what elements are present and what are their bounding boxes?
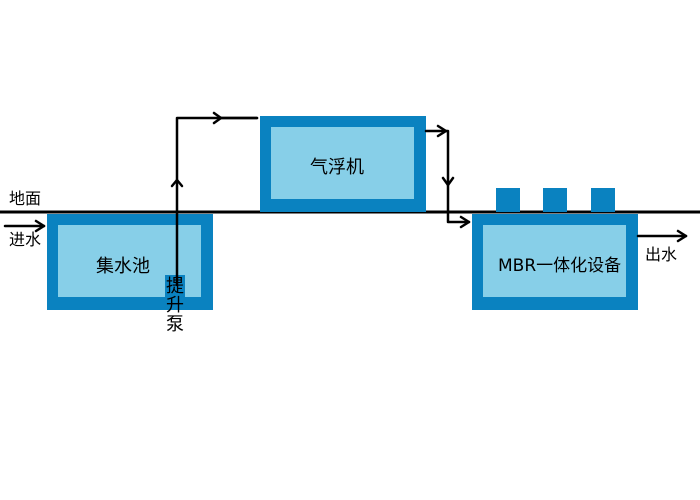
mbr-module-2 xyxy=(543,188,567,212)
air-flotation-label: 气浮机 xyxy=(310,157,364,178)
lift-pump-label: 提升泵 xyxy=(166,276,184,335)
mbr-unit xyxy=(472,188,638,310)
mbr-module-3 xyxy=(591,188,615,212)
water-out-label: 出水 xyxy=(645,245,678,264)
mbr-unit-label: MBR一体化设备 xyxy=(498,256,622,276)
pump-to-flotation-flow xyxy=(170,111,259,287)
mbr-module-1 xyxy=(496,188,520,212)
collection-tank-label: 集水池 xyxy=(96,256,150,277)
inlet-flow xyxy=(3,219,46,233)
water-in-label: 进水 xyxy=(9,230,42,249)
lift-pump xyxy=(165,275,185,297)
ground-label: 地面 xyxy=(9,189,42,208)
air-flotation-unit xyxy=(260,116,426,212)
outlet-flow xyxy=(636,229,688,243)
flotation-to-mbr-flow xyxy=(424,124,471,229)
